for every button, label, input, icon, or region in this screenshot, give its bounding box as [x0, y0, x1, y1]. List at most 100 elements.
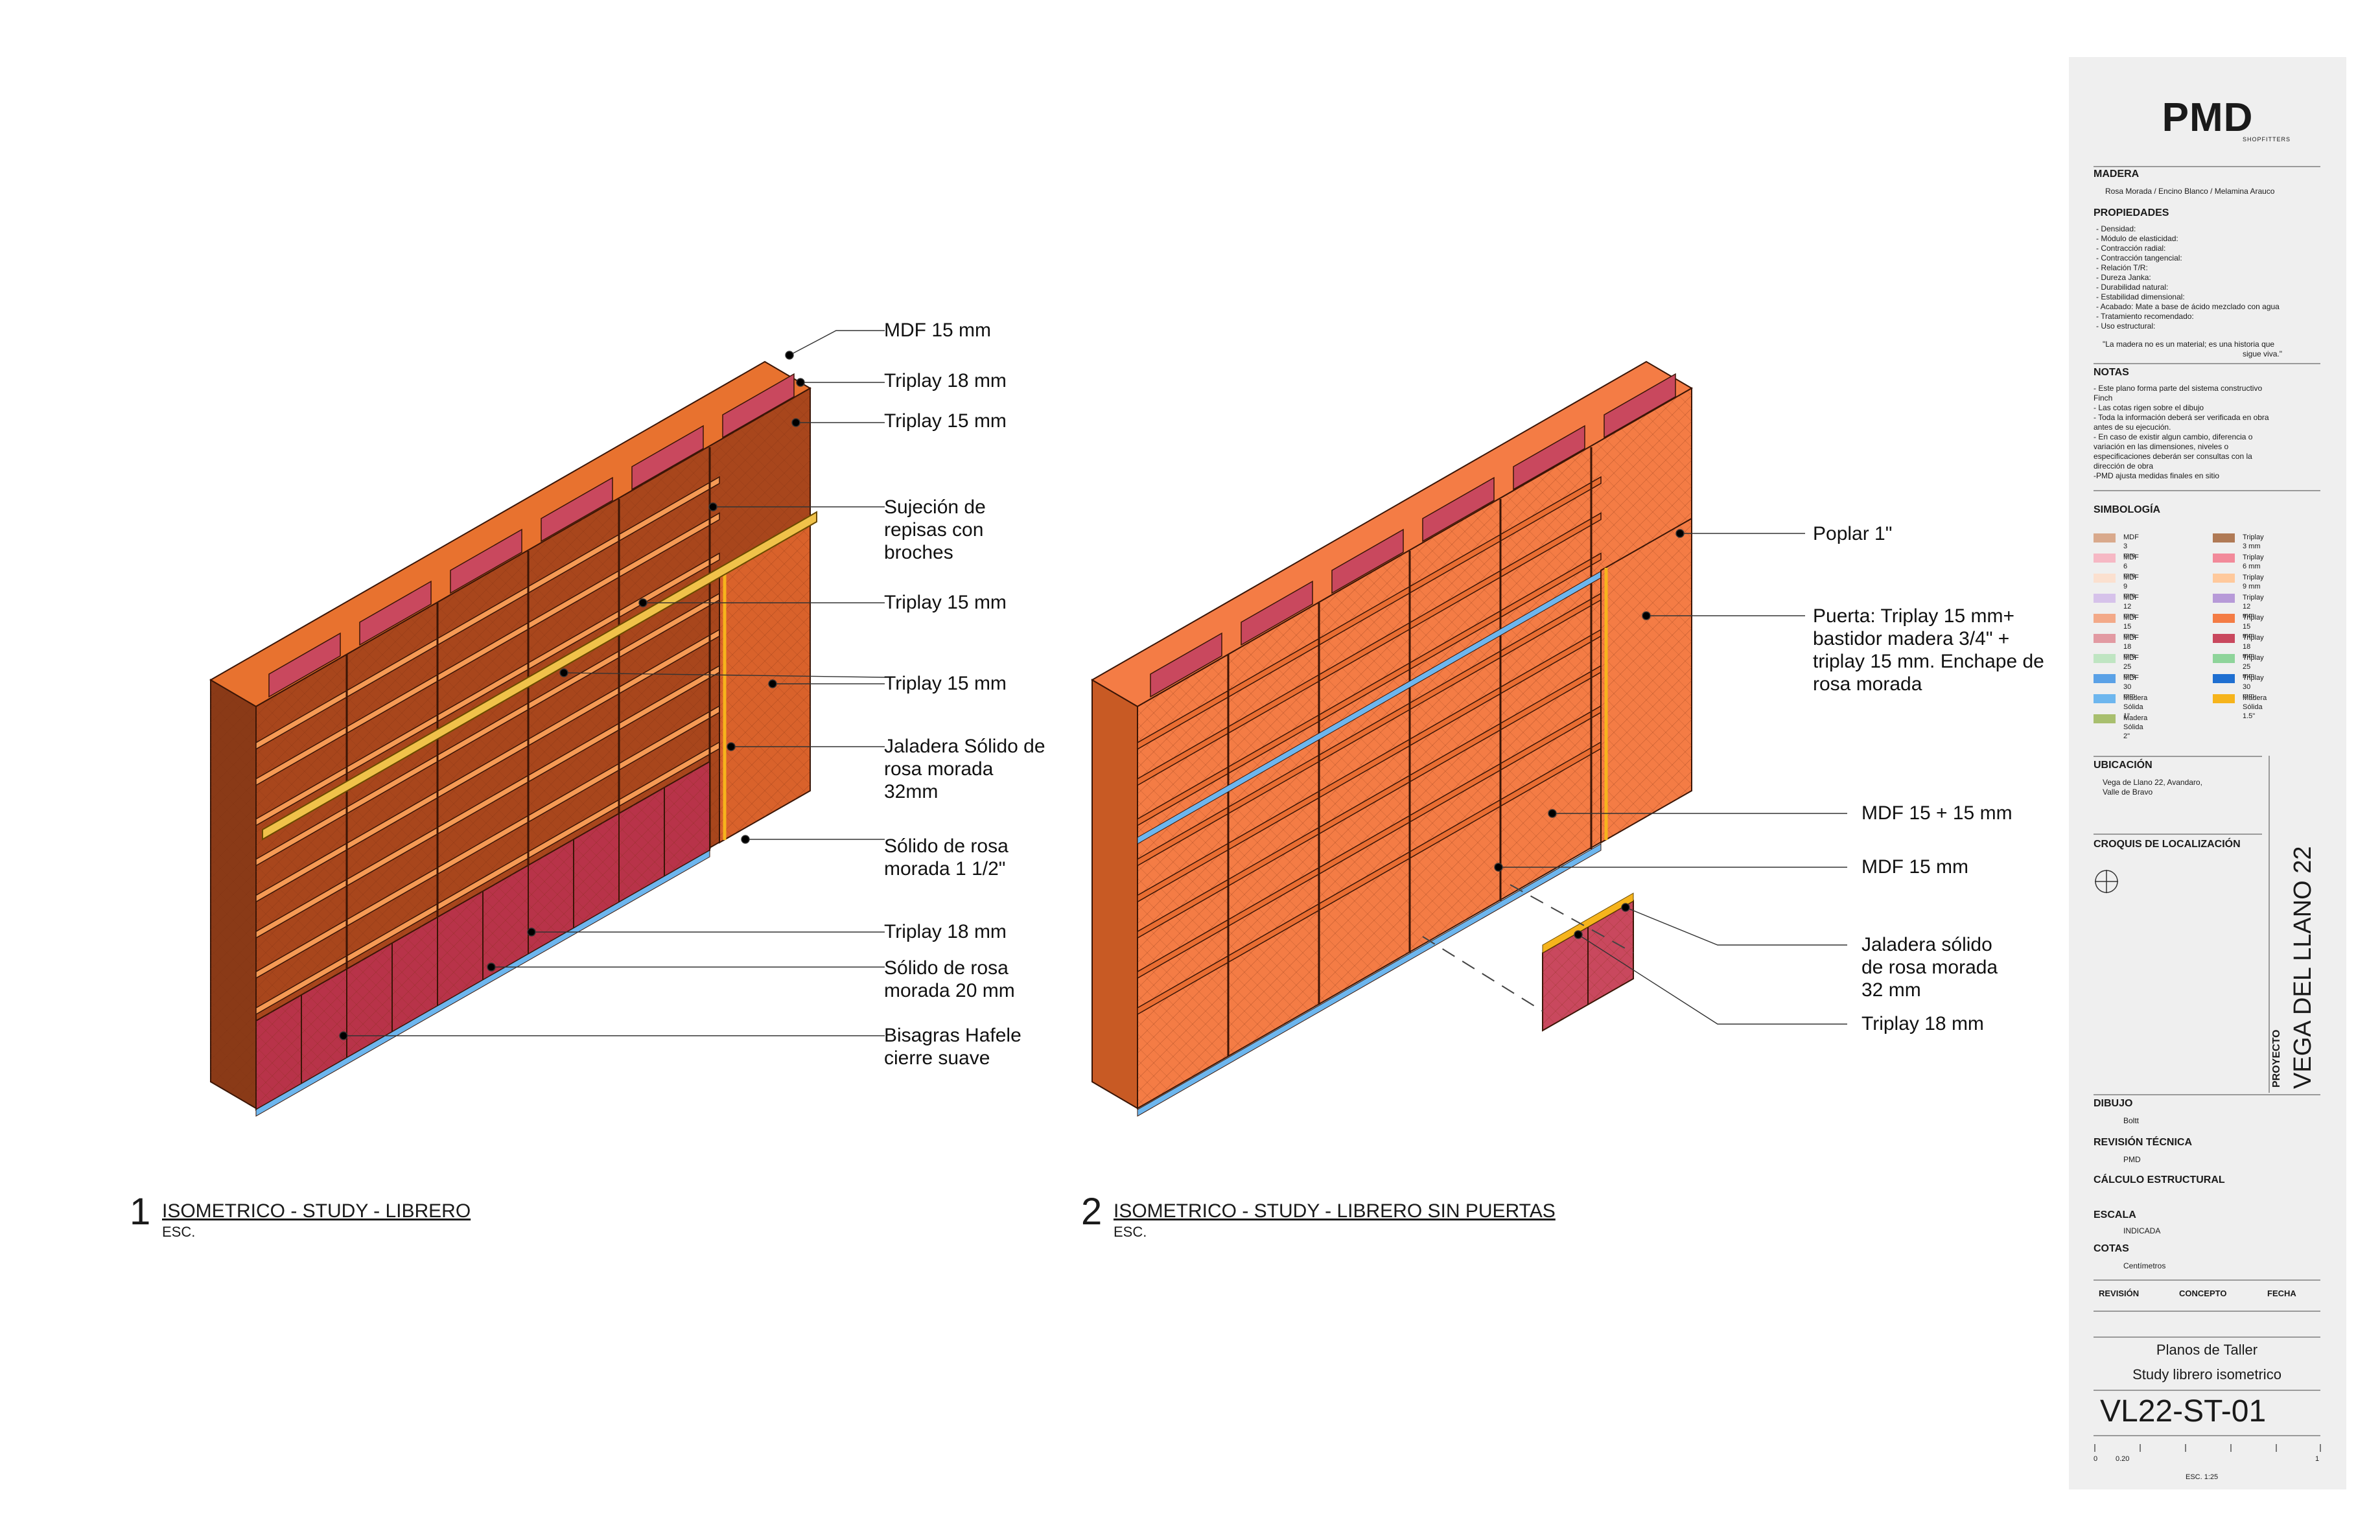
legend-swatch: [2094, 574, 2116, 583]
legend-swatch: [2094, 634, 2116, 643]
scale-text: ESC. 1:25: [2186, 1473, 2219, 1481]
simbologia-heading: SIMBOLOGÍA: [2094, 504, 2161, 515]
shelf: [1137, 476, 1602, 751]
callout-solido-1-5: Sólido de rosa morada 1 1/2": [884, 835, 1009, 880]
legend-label: MDF 12 mm: [2123, 594, 2139, 620]
view-name: ISOMETRICO - STUDY - LIBRERO: [162, 1200, 471, 1222]
shelf: [1137, 512, 1602, 786]
quote-line-2: sigue viva.": [2243, 349, 2282, 358]
title-block: PMD SHOPFITTERS MADERA Rosa Morada / Enc…: [2069, 57, 2346, 1489]
top-block: [631, 425, 704, 491]
legend-label: MDF 6 mm: [2123, 554, 2139, 579]
bookcase-2: [1091, 360, 1693, 1117]
legend-label: Triplay 18 mm: [2243, 634, 2264, 660]
sheet-code: VL22-ST-01: [2100, 1394, 2267, 1429]
shelf: [1137, 552, 1602, 826]
callout-triplay-18-top: Triplay 18 mm: [884, 370, 1007, 391]
shelf: [255, 552, 720, 826]
legend-swatch: [2094, 654, 2116, 663]
top-block: [1422, 476, 1495, 542]
legend-swatch: [2094, 533, 2116, 542]
legend-label: Triplay 30 mm: [2243, 674, 2264, 700]
bookcase-1: [209, 360, 817, 1117]
legend-swatch: [2094, 614, 2116, 623]
top-block: [268, 632, 341, 698]
legend-swatch: [2213, 674, 2235, 683]
dibujo-value: Boltt: [2123, 1116, 2140, 1125]
top-block: [1150, 632, 1222, 698]
legend-swatch: [2213, 554, 2235, 563]
legend-swatch: [2094, 694, 2116, 703]
view-number: 1: [130, 1191, 151, 1233]
legend-swatch: [2213, 614, 2235, 623]
scale-tick-0: 0: [2094, 1455, 2098, 1463]
legend-label: MDF 15 mm: [2123, 614, 2139, 640]
callout-sujecion: Sujeción de repisas con broches: [884, 496, 986, 563]
callout-triplay-15-side: Triplay 15 mm: [884, 673, 1007, 694]
madera-value: Rosa Morada / Encino Blanco / Melamina A…: [2105, 187, 2275, 196]
legend-swatch: [2213, 594, 2235, 603]
legend-swatch: [2213, 533, 2235, 542]
legend-label: Triplay 6 mm: [2243, 554, 2264, 570]
top-block: [541, 476, 613, 542]
revtec-value: PMD: [2123, 1155, 2141, 1164]
legend-label: Madera Sólida 1": [2123, 694, 2148, 720]
shelf: [255, 476, 720, 751]
north-arrow-icon: [2095, 870, 2118, 893]
callout-triplay-15-top: Triplay 15 mm: [884, 410, 1007, 432]
revtec-heading: REVISIÓN TÉCNICA: [2094, 1137, 2193, 1148]
notas-list: - Este plano forma parte del sistema con…: [2094, 384, 2269, 480]
escala-value: INDICADA: [2123, 1226, 2161, 1235]
callout-triplay-18-v2: Triplay 18 mm: [1861, 1013, 1984, 1034]
legend-label: MDF 9 mm: [2123, 574, 2139, 600]
dibujo-heading: DIBUJO: [2094, 1098, 2133, 1109]
shelf: [255, 512, 720, 786]
callout-mdf-15-v2: MDF 15 mm: [1861, 856, 1968, 878]
croquis-heading: CROQUIS DE LOCALIZACIÓN: [2094, 839, 2241, 850]
isometric-drawings: [209, 330, 1847, 1117]
callout-bisagras: Bisagras Hafele cierre suave: [884, 1025, 1021, 1069]
legend-label: Triplay 12 mm: [2243, 594, 2264, 620]
plano-title-2: Study librero isometrico: [2132, 1366, 2281, 1382]
callout-jaladera-2: Jaladera sólido de rosa morada 32 mm: [1861, 934, 1998, 1001]
legend-label: Triplay 25 mm: [2243, 654, 2264, 680]
callout-solido-20: Sólido de rosa morada 20 mm: [884, 957, 1015, 1001]
logo-subtitle: SHOPFITTERS: [2243, 136, 2291, 143]
legend-swatch: [2094, 554, 2116, 563]
cotas-value: Centímetros: [2123, 1261, 2166, 1270]
callout-triplay-18-bottom: Triplay 18 mm: [884, 921, 1007, 942]
escala-heading: ESCALA: [2094, 1209, 2136, 1220]
company-logo: PMD: [2162, 95, 2254, 140]
legend-label: MDF 25 mm: [2123, 654, 2139, 680]
plano-title-1: Planos de Taller: [2156, 1342, 2258, 1358]
top-block: [1331, 528, 1404, 594]
legend-swatch: [2213, 694, 2235, 703]
table-header-fecha: FECHA: [2267, 1289, 2296, 1298]
ubicacion-line-2: Valle de Bravo: [2103, 788, 2153, 797]
calculo-heading: CÁLCULO ESTRUCTURAL: [2094, 1174, 2225, 1185]
madera-heading: MADERA: [2094, 169, 2140, 180]
ubicacion-heading: UBICACIÓN: [2094, 760, 2152, 771]
view-scale: ESC.: [1114, 1224, 1147, 1240]
view-scale: ESC.: [162, 1224, 196, 1240]
quote-line-1: "La madera no es un material; es una his…: [2103, 340, 2275, 349]
top-block: [722, 373, 795, 439]
callout-mdf-15-15: MDF 15 + 15 mm: [1861, 802, 2012, 824]
legend-label: Madera Sólida 1.5": [2243, 694, 2267, 720]
propiedades-list: - Densidad:- Módulo de elasticidad: - Co…: [2096, 224, 2280, 331]
callout-puerta: Puerta: Triplay 15 mm+ bastidor madera 3…: [1813, 605, 2044, 695]
callout-mdf-15: MDF 15 mm: [884, 320, 991, 341]
view-number: 2: [1081, 1191, 1102, 1233]
propiedades-heading: PROPIEDADES: [2094, 207, 2169, 218]
legend-swatch: [2094, 594, 2116, 603]
legend-swatch: [2213, 654, 2235, 663]
legend-swatch: [2213, 634, 2235, 643]
callout-triplay-15-mid: Triplay 15 mm: [884, 592, 1007, 613]
legend-swatch: [2213, 574, 2235, 583]
legend-label: Triplay 3 mm: [2243, 533, 2264, 550]
ubicacion-line-1: Vega de Llano 22, Avandaro,: [2103, 778, 2202, 787]
top-block: [450, 528, 522, 594]
notas-heading: NOTAS: [2094, 367, 2129, 378]
top-block: [359, 580, 432, 646]
legend-swatch: [2094, 674, 2116, 683]
